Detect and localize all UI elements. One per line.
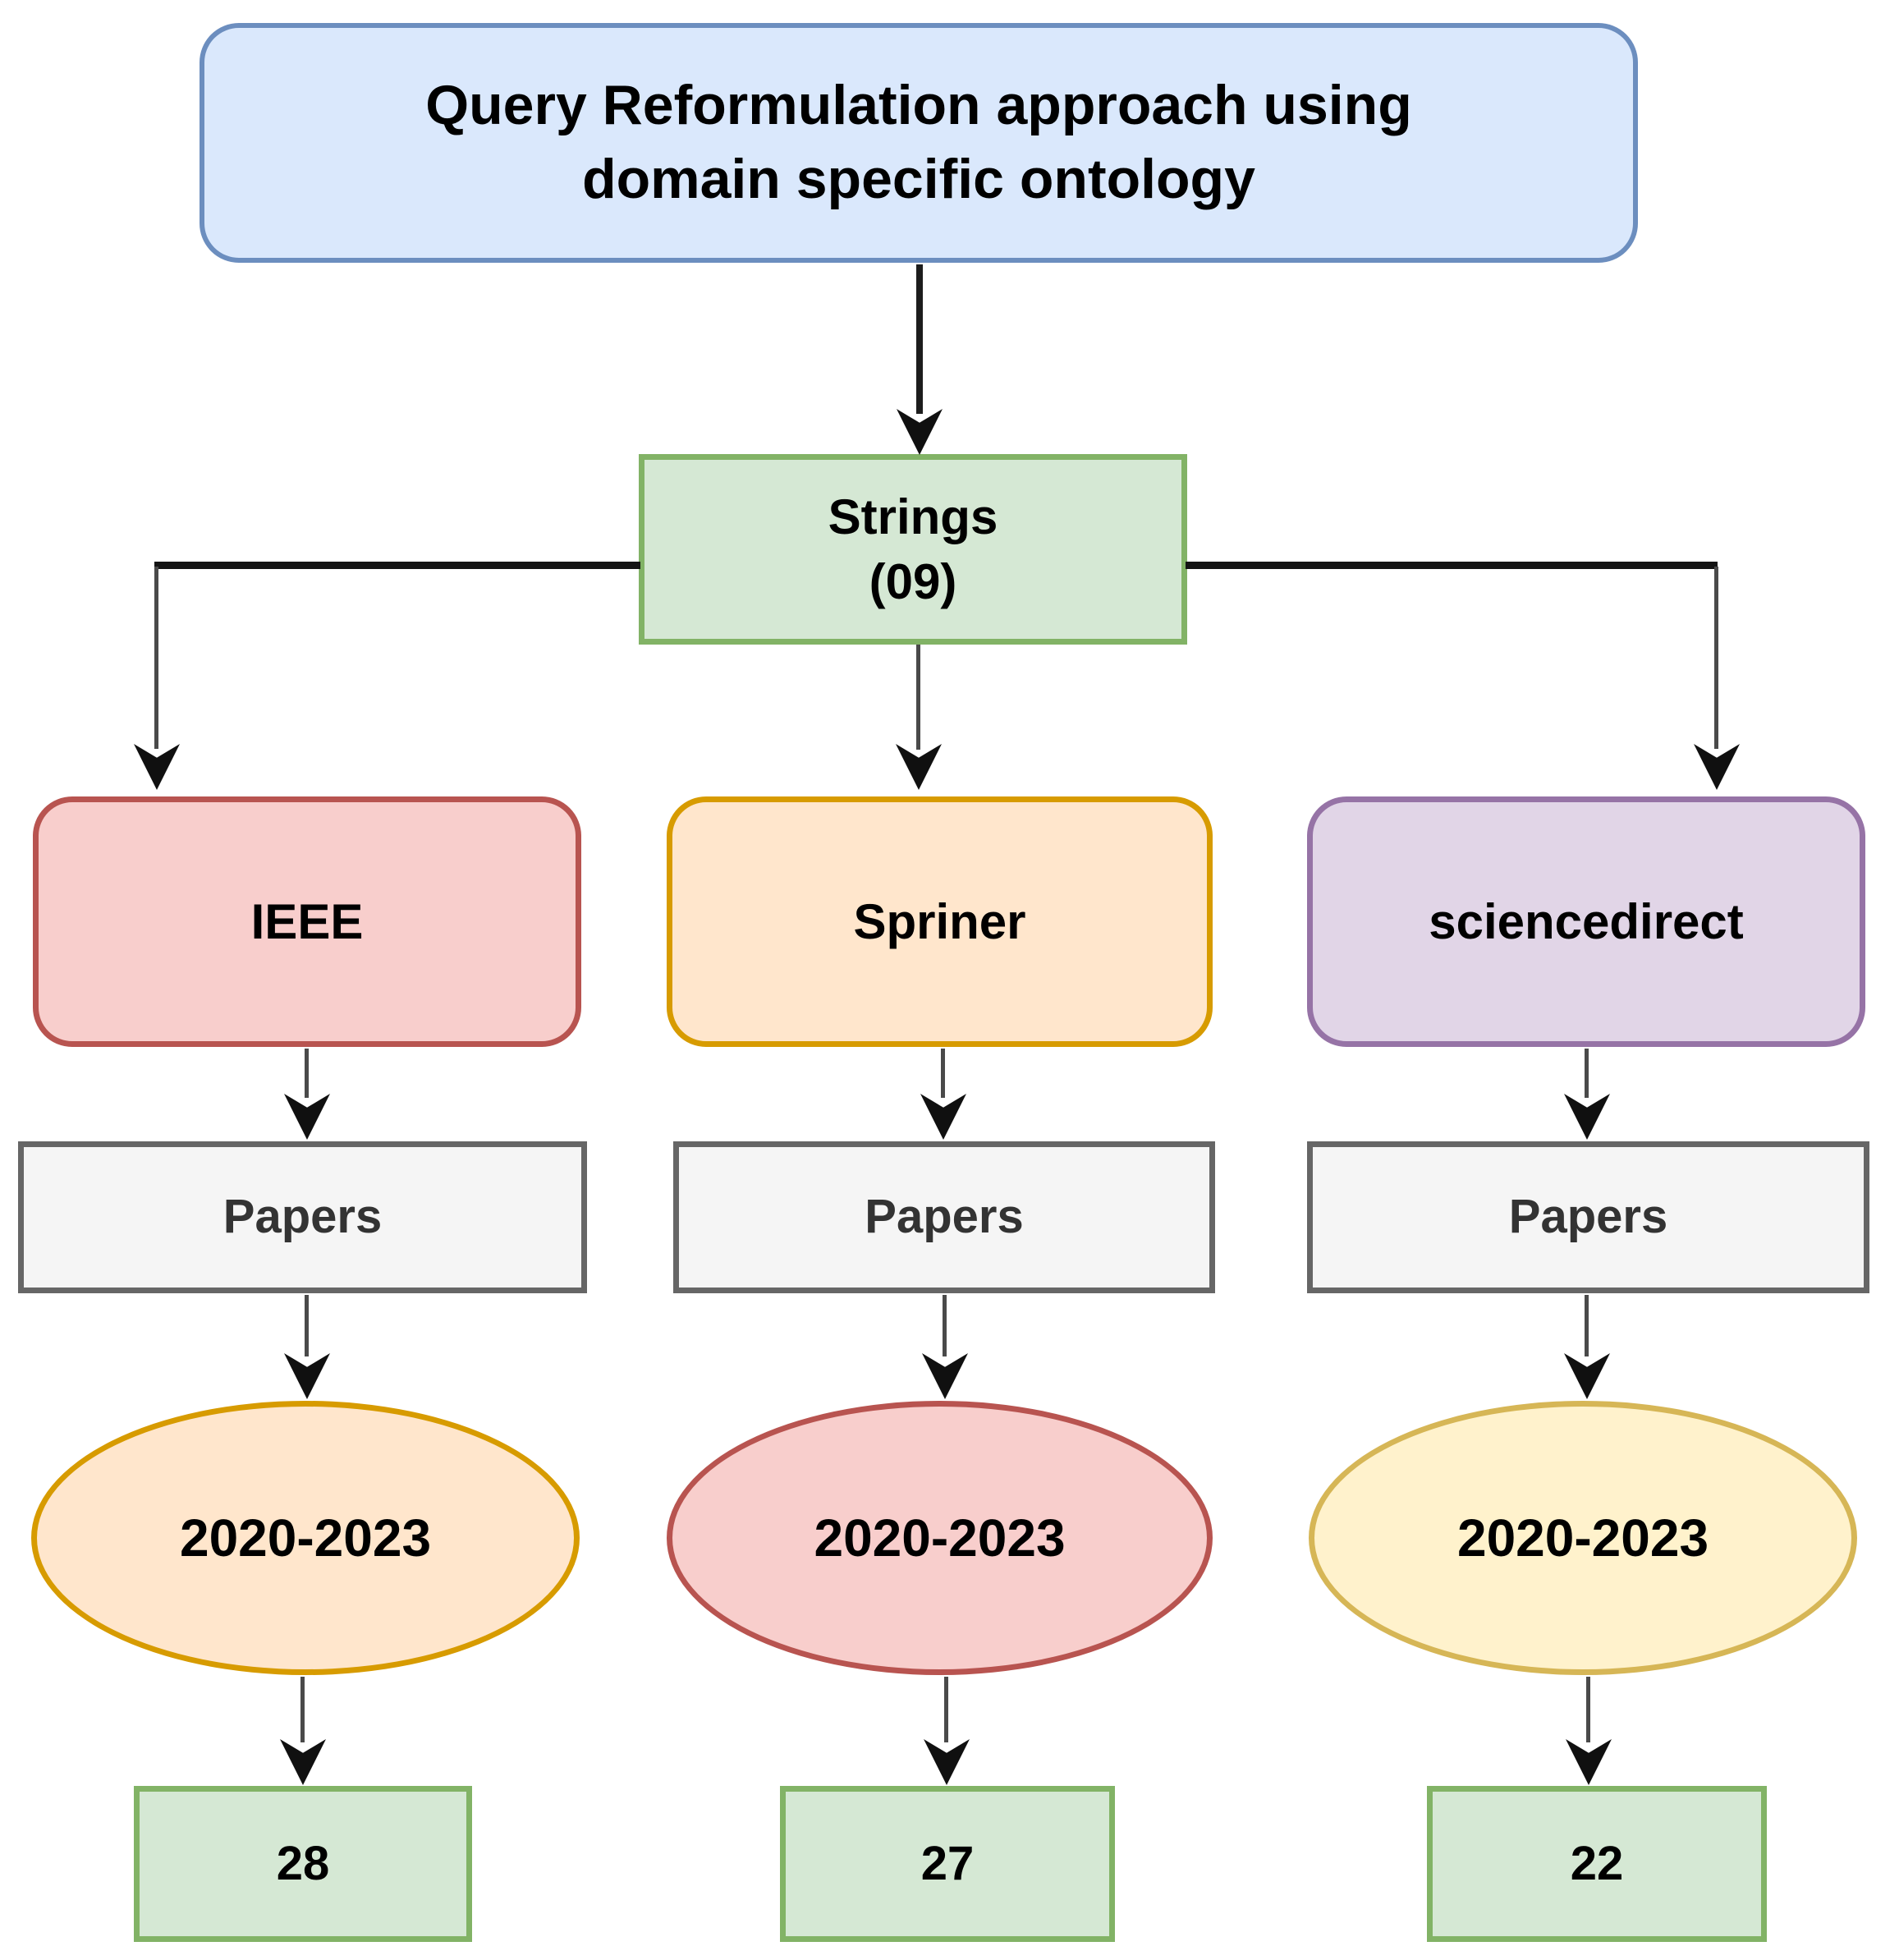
count-node-spriner-value: 27 — [920, 1836, 975, 1890]
papers-node-spriner-label: Papers — [865, 1190, 1024, 1244]
papers-node-sciencedirect-label: Papers — [1508, 1190, 1668, 1244]
edge-strings-to-sciencedirect-hline — [1186, 562, 1718, 569]
count-node-sciencedirect-value: 22 — [1570, 1836, 1624, 1890]
years-node-spriner-label: 2020-2023 — [814, 1508, 1066, 1568]
edge-strings-to-spriner-head — [896, 744, 942, 790]
edge-sciencedirect-to-papers-vline — [1585, 1049, 1589, 1098]
edge-papers-to-years-sciencedirect-vline — [1585, 1295, 1589, 1356]
papers-node-sciencedirect: Papers — [1307, 1141, 1869, 1293]
source-node-ieee-label: IEEE — [250, 893, 364, 949]
years-node-spriner: 2020-2023 — [667, 1401, 1213, 1675]
edge-strings-to-ieee-hline — [154, 562, 640, 569]
source-node-sciencedirect: sciencedirect — [1307, 796, 1865, 1047]
edge-strings-to-ieee-vline — [154, 567, 158, 749]
edge-years-to-count-spriner-head — [924, 1739, 970, 1785]
papers-node-spriner: Papers — [673, 1141, 1215, 1293]
source-node-ieee: IEEE — [33, 796, 581, 1047]
edge-years-to-count-sciencedirect-head — [1566, 1739, 1612, 1785]
papers-node-ieee: Papers — [18, 1141, 587, 1293]
strings-node-label: Strings (09) — [644, 484, 1181, 614]
count-node-ieee: 28 — [134, 1786, 472, 1942]
strings-line1: Strings — [828, 489, 998, 544]
years-node-sciencedirect-label: 2020-2023 — [1456, 1508, 1709, 1568]
years-node-sciencedirect: 2020-2023 — [1309, 1401, 1857, 1675]
edge-papers-to-years-spriner-head — [922, 1353, 968, 1399]
edge-papers-to-years-ieee-head — [284, 1353, 330, 1399]
edge-strings-to-ieee-head — [134, 744, 180, 790]
count-node-spriner: 27 — [780, 1786, 1115, 1942]
title-node: Query Reformulation approach using domai… — [200, 23, 1638, 263]
source-node-spriner: Spriner — [667, 796, 1213, 1047]
strings-line2: (09) — [869, 554, 957, 609]
edge-ieee-to-papers-head — [284, 1094, 330, 1140]
title-node-label: Query Reformulation approach using domai… — [425, 74, 1412, 210]
edge-papers-to-years-sciencedirect-head — [1564, 1353, 1610, 1399]
arrow-title-to-strings-line — [916, 264, 923, 414]
edge-spriner-to-papers-head — [920, 1094, 966, 1140]
edge-years-to-count-ieee-head — [280, 1739, 326, 1785]
edge-sciencedirect-to-papers-head — [1564, 1094, 1610, 1140]
years-node-ieee-label: 2020-2023 — [179, 1508, 432, 1568]
edge-years-to-count-ieee-vline — [300, 1677, 305, 1742]
edge-strings-to-spriner-vline — [916, 645, 920, 750]
edge-papers-to-years-spriner-vline — [943, 1295, 947, 1356]
count-node-ieee-value: 28 — [276, 1836, 330, 1890]
arrow-title-to-strings-head — [897, 409, 943, 455]
count-node-sciencedirect: 22 — [1427, 1786, 1767, 1942]
edge-papers-to-years-ieee-vline — [305, 1295, 309, 1356]
strings-node: Strings (09) — [639, 454, 1187, 645]
papers-node-ieee-label: Papers — [222, 1190, 383, 1244]
source-node-sciencedirect-label: sciencedirect — [1429, 893, 1744, 949]
edge-strings-to-sciencedirect-head — [1694, 744, 1740, 790]
edge-years-to-count-spriner-vline — [944, 1677, 948, 1742]
source-node-spriner-label: Spriner — [853, 893, 1026, 949]
edge-years-to-count-sciencedirect-vline — [1586, 1677, 1590, 1742]
edge-spriner-to-papers-vline — [941, 1049, 945, 1098]
years-node-ieee: 2020-2023 — [31, 1401, 580, 1675]
edge-ieee-to-papers-vline — [305, 1049, 309, 1098]
edge-strings-to-sciencedirect-vline — [1714, 567, 1718, 749]
